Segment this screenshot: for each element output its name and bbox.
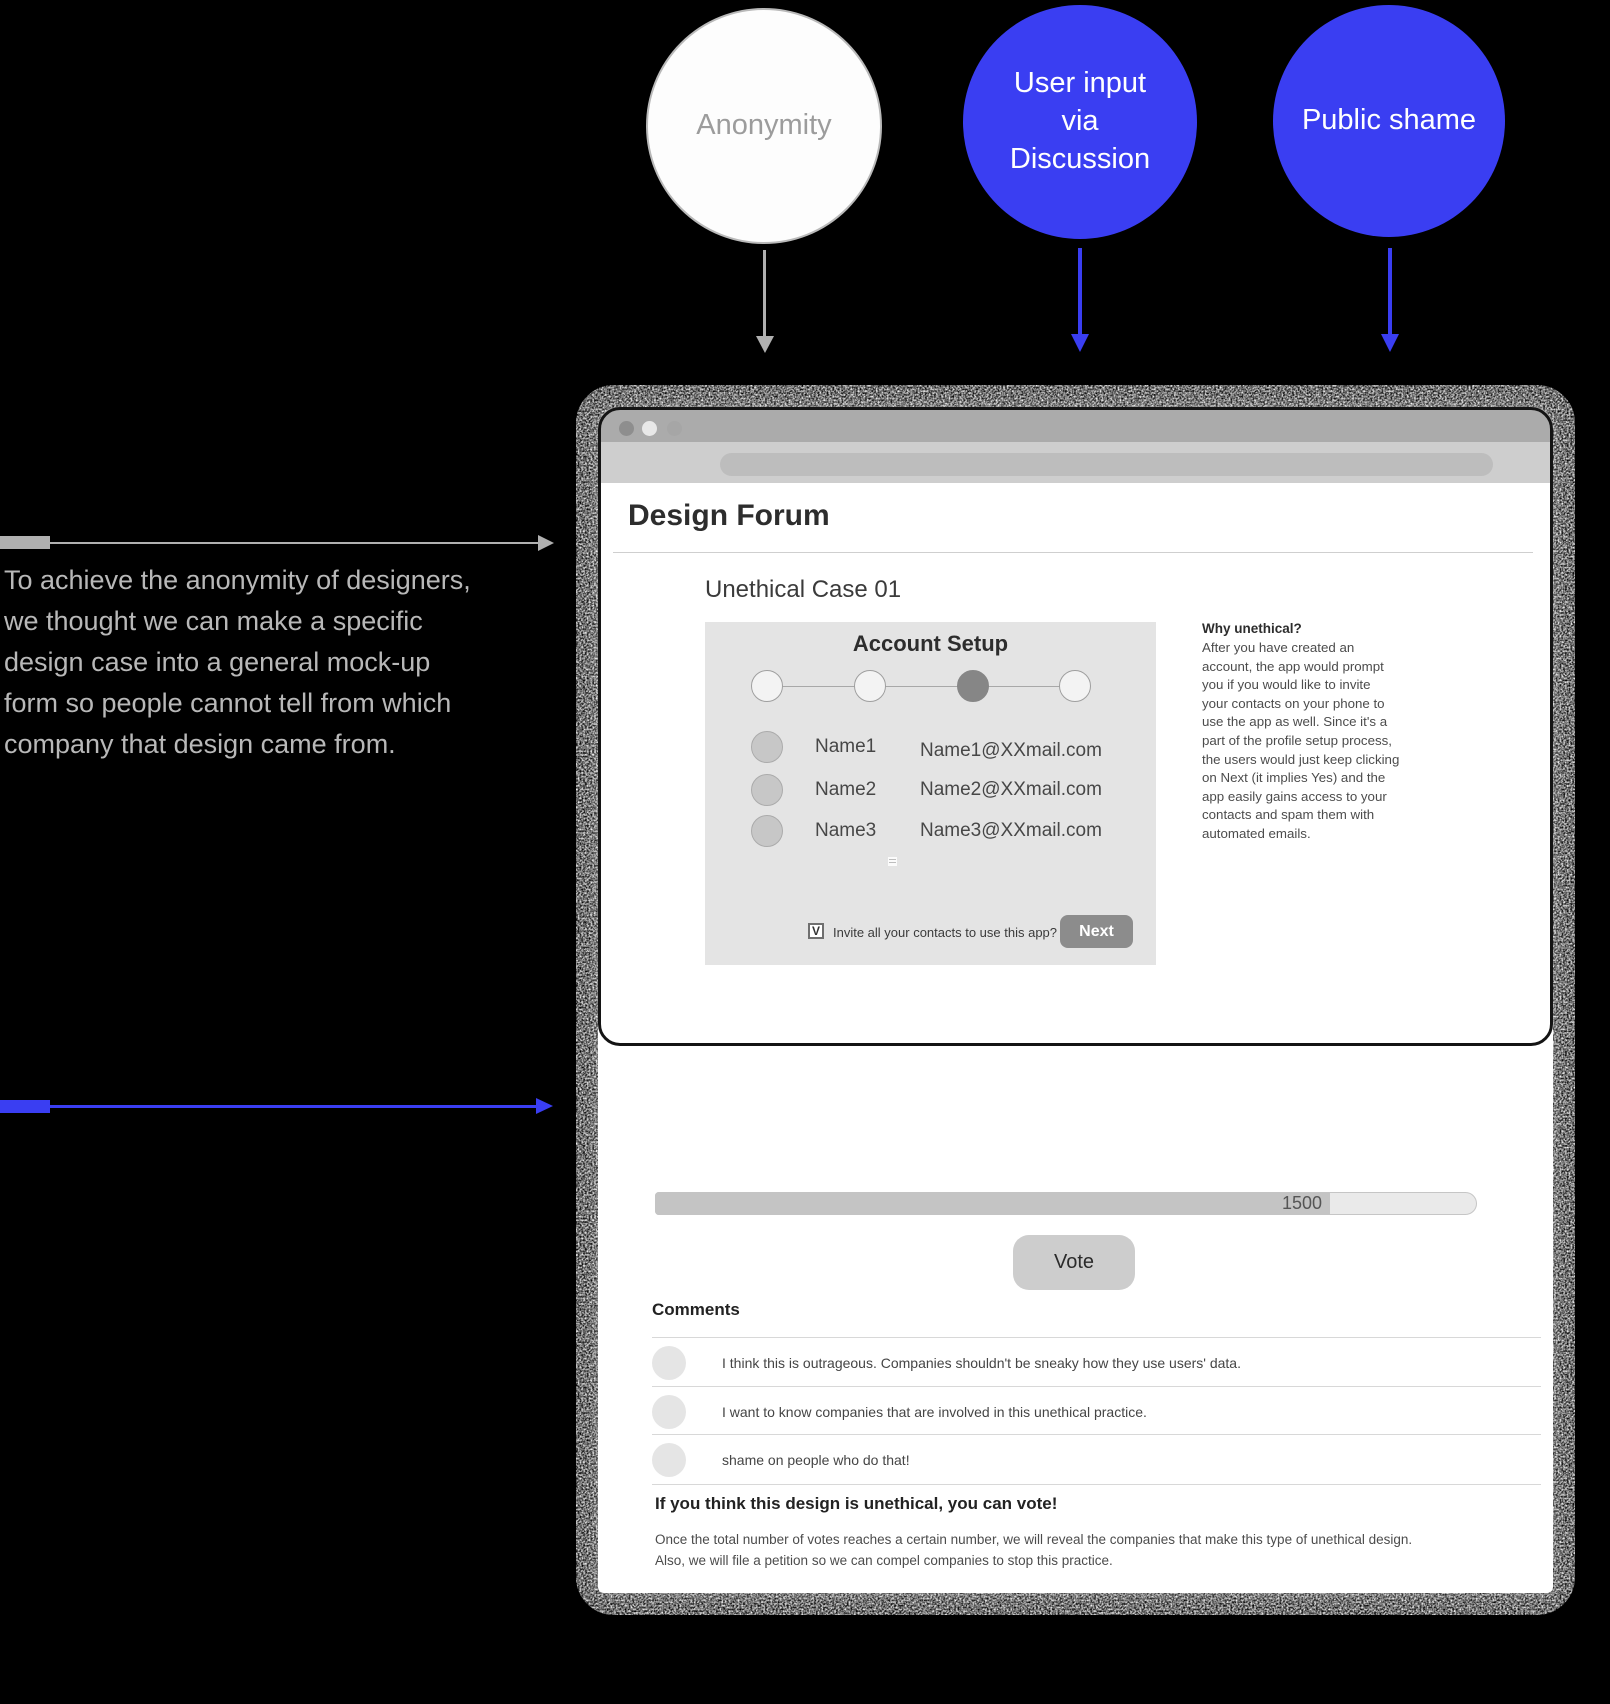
- down-arrow-blue-head-icon: [1071, 334, 1089, 352]
- window-close-icon[interactable]: [619, 421, 634, 436]
- mockup-card: Account Setup Name1 Name1@XXmail.com Nam…: [705, 622, 1156, 965]
- vote-count: 1500: [1281, 1193, 1322, 1213]
- down-arrow-gray-icon: [763, 250, 766, 338]
- next-button-label: Next: [1079, 922, 1114, 940]
- window-zoom-icon[interactable]: [667, 421, 682, 436]
- page-title: Design Forum: [628, 499, 830, 532]
- stepper-step-1: [751, 670, 783, 702]
- pointer-blue-line-icon: [50, 1105, 536, 1108]
- address-field[interactable]: [720, 453, 1493, 476]
- avatar: [751, 815, 783, 847]
- avatar: [751, 774, 783, 806]
- comment-row: I want to know companies that are involv…: [652, 1386, 1541, 1435]
- bubble-user-input: User input via Discussion: [963, 5, 1197, 239]
- pointer-blue-stub-icon: [0, 1100, 50, 1113]
- down-arrow-blue2-icon: [1388, 248, 1392, 336]
- stepper-line: [767, 686, 1075, 687]
- annotation-note: To achieve the anonymity of designers, w…: [4, 565, 471, 759]
- contact-name: Name2: [815, 779, 877, 800]
- case-title: Unethical Case 01: [705, 576, 902, 603]
- down-arrow-blue-icon: [1078, 248, 1082, 336]
- bubble-anonymity-label: Anonymity: [696, 109, 832, 142]
- vote-progress-fill: 1500: [655, 1192, 1330, 1215]
- comment-row: I think this is outrageous. Companies sh…: [652, 1337, 1541, 1386]
- avatar: [751, 731, 783, 763]
- contact-email: Name2@XXmail.com: [920, 779, 1102, 800]
- why-unethical-section: Why unethical? After you have created an…: [1202, 621, 1400, 844]
- commenter-avatar: [652, 1346, 686, 1380]
- down-arrow-blue2-head-icon: [1381, 334, 1399, 352]
- bubble-public-shame: Public shame: [1273, 5, 1505, 237]
- comments-heading: Comments: [652, 1300, 740, 1319]
- contact-email: Name3@XXmail.com: [920, 820, 1102, 841]
- vote-button[interactable]: Vote: [1013, 1235, 1135, 1290]
- bubble-user-input-label: User input via Discussion: [1009, 67, 1151, 175]
- down-arrow-gray-head-icon: [756, 336, 774, 353]
- grain-halo: [576, 385, 1575, 1615]
- why-unethical-body: After you have created an account, the a…: [1202, 640, 1400, 841]
- invite-checkbox-label: Invite all your contacts to use this app…: [833, 925, 1058, 940]
- contact-name: Name3: [815, 820, 877, 841]
- contact-email: Name1@XXmail.com: [920, 740, 1102, 761]
- vote-button-label: Vote: [1053, 1251, 1095, 1273]
- pointer-gray-line-icon: [50, 542, 538, 544]
- mockup-title: Account Setup: [852, 631, 1009, 656]
- vote-heading: If you think this design is unethical, y…: [655, 1494, 1058, 1513]
- pointer-gray-head-icon: [538, 535, 554, 551]
- browser-urlbar: [598, 442, 1553, 483]
- browser-window: Design Forum Unethical Case 01 Account S…: [598, 407, 1553, 1593]
- next-button[interactable]: Next: [1060, 915, 1133, 948]
- comment-text: I think this is outrageous. Companies sh…: [722, 1355, 1241, 1371]
- title-divider: [613, 552, 1533, 553]
- comment-text: I want to know companies that are involv…: [722, 1404, 1147, 1420]
- why-unethical-heading: Why unethical?: [1202, 621, 1302, 636]
- bubble-anonymity: Anonymity: [646, 8, 882, 244]
- image-placeholder-icon: [888, 857, 897, 866]
- browser-titlebar: [598, 407, 1553, 442]
- pointer-gray-stub-icon: [0, 536, 50, 549]
- invite-checkbox[interactable]: V: [808, 923, 824, 939]
- contact-name: Name1: [815, 736, 877, 757]
- window-minimize-icon[interactable]: [642, 421, 657, 436]
- pointer-blue-head-icon: [536, 1098, 553, 1114]
- checkbox-mark: V: [811, 924, 820, 938]
- commenter-avatar: [652, 1395, 686, 1429]
- commenter-avatar: [652, 1443, 686, 1477]
- stepper-step-2: [854, 670, 886, 702]
- comment-text: shame on people who do that!: [722, 1452, 910, 1468]
- comment-row: shame on people who do that!: [652, 1434, 1541, 1485]
- stepper-step-3-active: [957, 670, 989, 702]
- stepper-step-4: [1059, 670, 1091, 702]
- bubble-public-shame-label: Public shame: [1301, 104, 1477, 137]
- vote-description: Once the total number of votes reaches a…: [655, 1532, 1413, 1568]
